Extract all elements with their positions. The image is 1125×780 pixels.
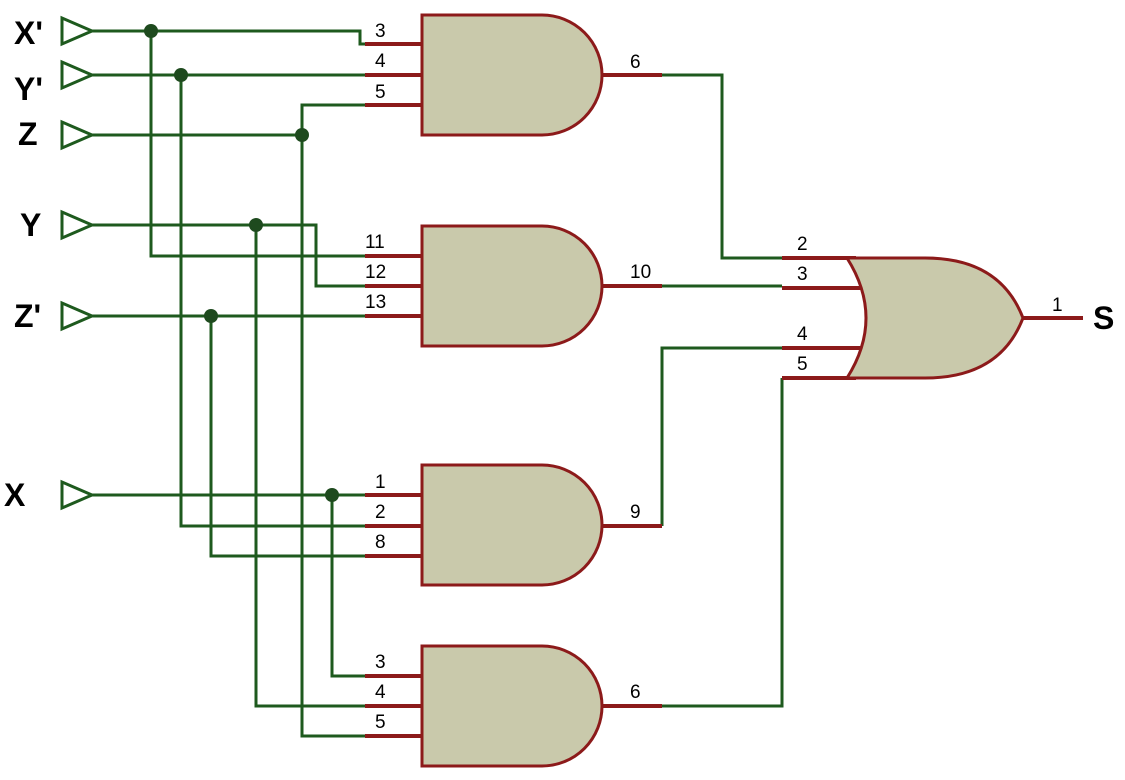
and3-pin-label: 8 <box>375 532 386 553</box>
or-output-label: 1 <box>1052 295 1063 316</box>
and-gate-3 <box>420 463 604 587</box>
wire-x-prime-to-and2-pin12 <box>149 31 365 258</box>
input-label-x-prime: X' <box>14 15 43 51</box>
input-label-z-prime: Z' <box>14 298 41 334</box>
and4-pin-label: 4 <box>375 682 386 703</box>
wires <box>92 29 784 738</box>
wire-z-prime-to-and3-pin8 <box>209 316 365 558</box>
wire-y-to-and4-pin4 <box>254 225 365 708</box>
and-gate-1 <box>420 13 604 137</box>
or-gate <box>844 256 1025 380</box>
and1-output-label: 6 <box>630 52 641 73</box>
and3-pin-label: 2 <box>375 502 386 523</box>
input-label-y: Y <box>20 207 41 243</box>
wire-x-prime-to-and1-pin3 <box>92 29 365 46</box>
and2-pin-label: 12 <box>365 262 386 283</box>
wire-x-to-and4-pin3 <box>330 495 365 678</box>
and1-pin-label: 3 <box>375 21 386 42</box>
net-labels: X' Y' Z Y Z' X S <box>4 15 1114 513</box>
and2-output-label: 10 <box>630 262 651 283</box>
terminal-z-prime-icon <box>60 300 96 332</box>
pin-stubs <box>365 42 1083 738</box>
wire-and4-to-or-pin5 <box>662 378 784 708</box>
input-label-y-prime: Y' <box>14 71 43 107</box>
terminal-x-icon <box>60 479 96 511</box>
and2-pin-label: 11 <box>365 232 385 253</box>
and-gate-2 <box>420 224 604 348</box>
output-label-s: S <box>1093 300 1114 336</box>
and4-output-label: 6 <box>630 682 641 703</box>
or-pin-label: 5 <box>797 354 808 375</box>
junction-dot <box>174 68 188 82</box>
wire-and1-to-or-pin2 <box>662 73 782 260</box>
junctions <box>144 24 339 502</box>
wire-y-prime-to-and3-pin2 <box>179 75 365 528</box>
and-gate-4 <box>420 644 604 768</box>
and4-pin-label: 5 <box>375 712 386 733</box>
junction-dot <box>249 218 263 232</box>
or-pin-label: 3 <box>797 264 808 285</box>
and4-pin-label: 3 <box>375 652 386 673</box>
and3-pin-label: 1 <box>375 472 386 493</box>
input-label-x: X <box>4 477 26 513</box>
wire-y-to-and2-pin12 <box>92 223 365 288</box>
and1-pin-label: 5 <box>375 82 386 103</box>
or-pin-label: 4 <box>797 324 808 345</box>
wire-and1-pin5-to-and4-pin5 <box>300 103 365 738</box>
and2-pin-label: 13 <box>365 292 386 313</box>
terminal-z-icon <box>60 119 96 151</box>
and3-output-label: 9 <box>630 502 641 523</box>
or-pin-label: 2 <box>797 234 808 255</box>
pin-labels: 3 4 5 6 11 12 13 10 1 2 8 9 3 4 5 6 2 3 … <box>365 21 1063 733</box>
and1-pin-label: 4 <box>375 51 386 72</box>
terminal-y-icon <box>60 209 96 241</box>
junction-dot <box>325 488 339 502</box>
junction-dot <box>295 128 309 142</box>
wire-and3-to-or-pin4 <box>660 346 782 526</box>
input-terminals <box>60 15 96 511</box>
junction-dot <box>204 309 218 323</box>
terminal-x-prime-icon <box>60 15 96 47</box>
gates <box>420 13 1025 768</box>
terminal-y-prime-icon <box>60 59 96 91</box>
input-label-z: Z <box>18 116 38 152</box>
junction-dot <box>144 24 158 38</box>
